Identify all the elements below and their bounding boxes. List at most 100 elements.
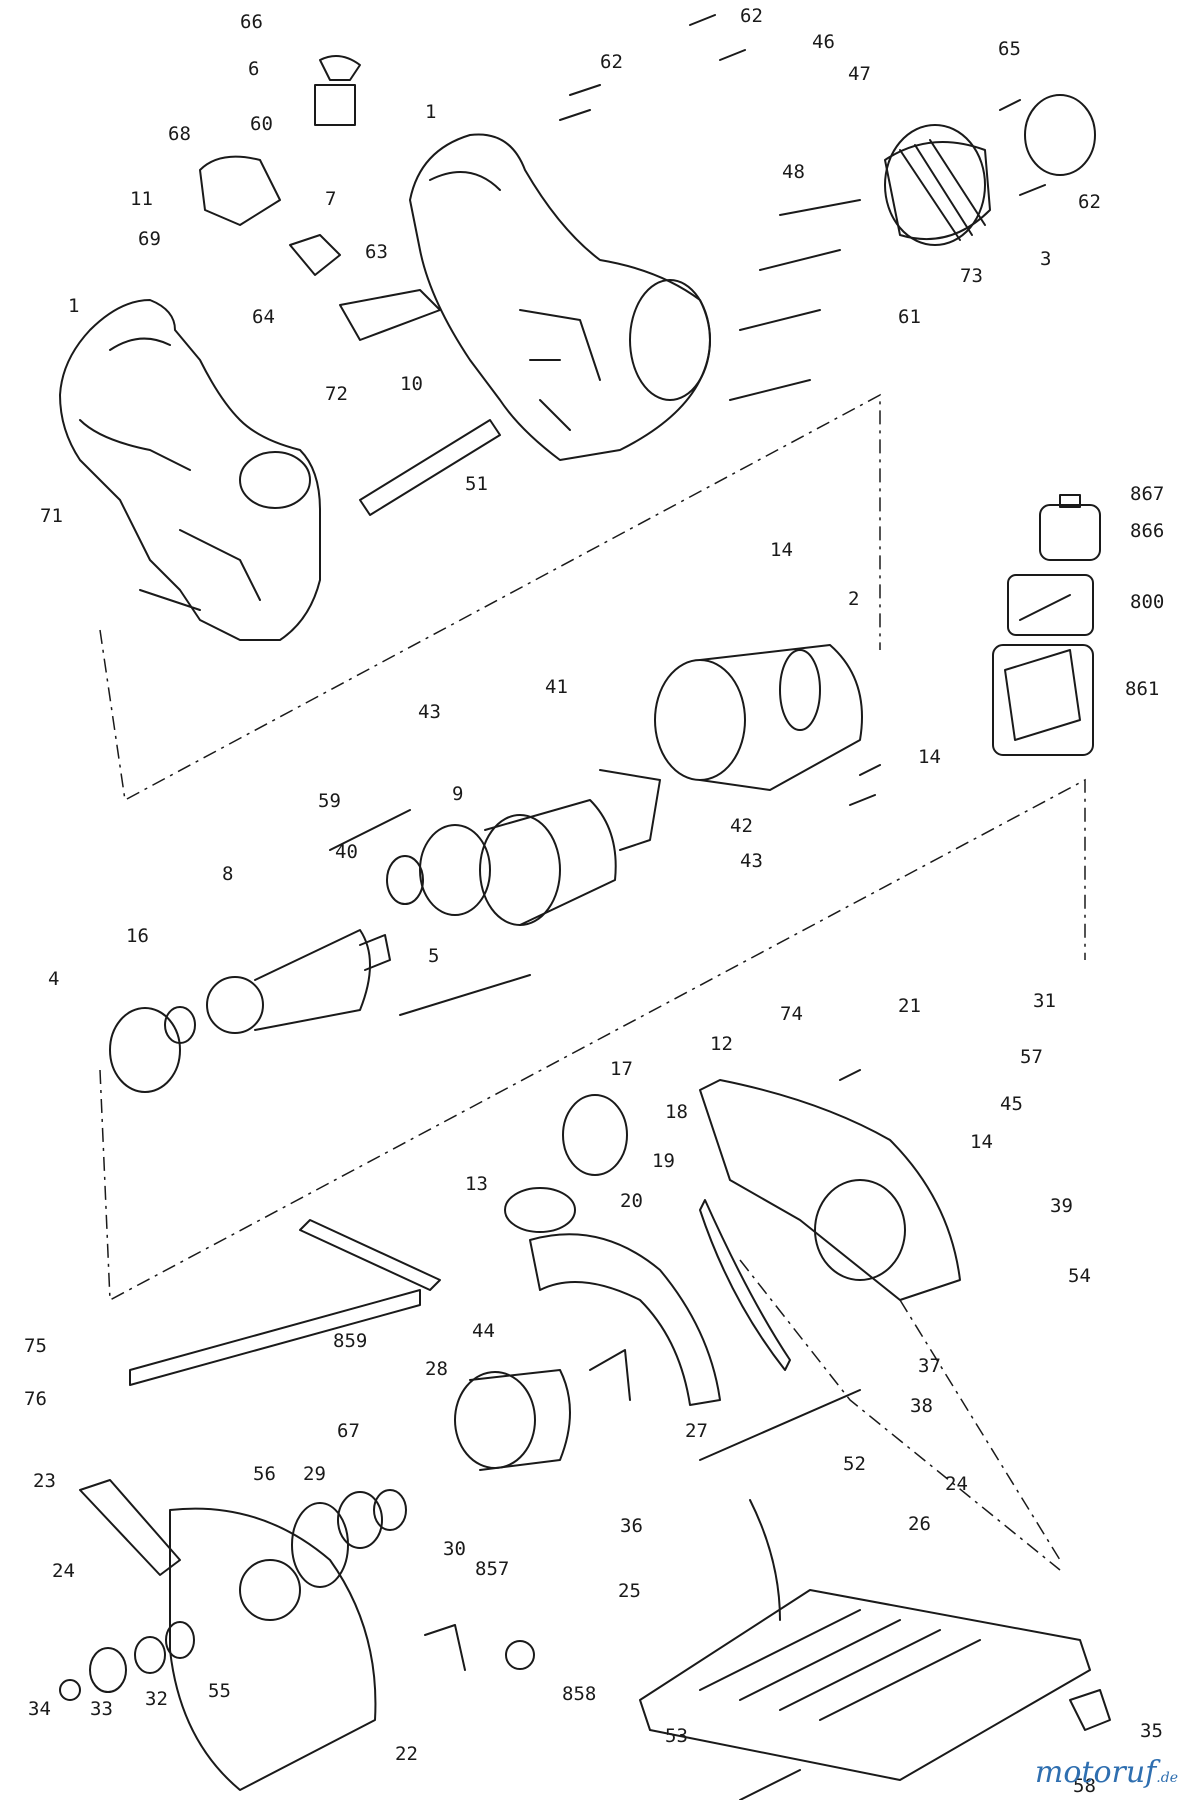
part-17 (562, 1094, 628, 1176)
label-2: 2 (848, 588, 859, 610)
label-19: 19 (652, 1150, 675, 1172)
label-43: 43 (418, 701, 441, 723)
label-11: 11 (130, 188, 153, 210)
label-40: 40 (335, 841, 358, 863)
label-8: 8 (222, 863, 233, 885)
watermark: motoruf.de (1035, 1755, 1178, 1790)
rings (291, 1489, 407, 1588)
label-72: 72 (325, 383, 348, 405)
label-71: 71 (40, 505, 63, 527)
battery (1039, 494, 1101, 561)
label-47: 47 (848, 63, 871, 85)
base-plate (639, 1499, 1091, 1781)
label-48: 48 (782, 161, 805, 183)
upper-guard (699, 1079, 961, 1301)
label-30: 30 (443, 1538, 466, 1560)
label-55: 55 (208, 1680, 231, 1702)
label-9: 9 (452, 783, 463, 805)
label-5: 5 (428, 945, 439, 967)
label-62: 62 (600, 51, 623, 73)
label-64: 64 (252, 306, 275, 328)
label-32: 32 (145, 1688, 168, 1710)
label-7: 7 (325, 188, 336, 210)
charger-box (1007, 574, 1094, 636)
label-859: 859 (333, 1330, 367, 1352)
motor-field (654, 644, 863, 791)
label-42: 42 (730, 815, 753, 837)
label-39: 39 (1050, 1195, 1073, 1217)
label-59: 59 (318, 790, 341, 812)
lever (79, 1479, 181, 1576)
label-34: 34 (28, 1698, 51, 1720)
blade-guard (504, 1187, 721, 1406)
label-1: 1 (68, 295, 79, 317)
brush-holder (479, 769, 661, 926)
label-14: 14 (918, 746, 941, 768)
label-21: 21 (898, 995, 921, 1017)
retract-lever (699, 1199, 791, 1371)
label-12: 12 (710, 1033, 733, 1055)
label-62: 62 (1078, 191, 1101, 213)
label-65: 65 (998, 38, 1021, 60)
label-44: 44 (472, 1320, 495, 1342)
label-25: 25 (618, 1580, 641, 1602)
label-4: 4 (48, 968, 59, 990)
wing-nut (505, 1640, 535, 1670)
label-861: 861 (1125, 678, 1159, 700)
switch-assembly (199, 55, 441, 341)
label-61: 61 (898, 306, 921, 328)
label-22: 22 (395, 1743, 418, 1765)
gear-case (454, 1349, 631, 1471)
case-box (992, 644, 1094, 756)
bearing-washer (386, 824, 491, 916)
label-60: 60 (250, 113, 273, 135)
label-866: 866 (1130, 520, 1164, 542)
label-73: 73 (960, 265, 983, 287)
label-76: 76 (24, 1388, 47, 1410)
gear-housing (109, 1006, 196, 1093)
label-62: 62 (740, 5, 763, 27)
label-857: 857 (475, 1558, 509, 1580)
armature (206, 929, 391, 1034)
housing-left (59, 299, 321, 641)
label-37: 37 (918, 1355, 941, 1377)
label-24: 24 (945, 1473, 968, 1495)
label-27: 27 (685, 1420, 708, 1442)
label-41: 41 (545, 676, 568, 698)
label-800: 800 (1130, 591, 1164, 613)
flat-bar (129, 1219, 441, 1386)
knob (1069, 1689, 1111, 1731)
label-51: 51 (465, 473, 488, 495)
label-26: 26 (908, 1513, 931, 1535)
label-31: 31 (1033, 990, 1056, 1012)
label-69: 69 (138, 228, 161, 250)
label-45: 45 (1000, 1093, 1023, 1115)
part-labels: 66 6 62 62 46 47 65 68 60 48 11 7 62 69 … (24, 5, 1164, 1797)
label-13: 13 (465, 1173, 488, 1195)
label-18: 18 (665, 1101, 688, 1123)
label-67: 67 (337, 1420, 360, 1442)
label-74: 74 (780, 1003, 803, 1025)
dash-lines (99, 393, 1086, 1571)
label-867: 867 (1130, 483, 1164, 505)
motor-cap (884, 94, 1096, 246)
label-46: 46 (812, 31, 835, 53)
label-43: 43 (740, 850, 763, 872)
label-14: 14 (970, 1131, 993, 1153)
label-23: 23 (33, 1470, 56, 1492)
housing-right (409, 133, 711, 461)
label-24: 24 (52, 1560, 75, 1582)
label-16: 16 (126, 925, 149, 947)
label-75: 75 (24, 1335, 47, 1357)
label-66: 66 (240, 11, 263, 33)
label-29: 29 (303, 1463, 326, 1485)
label-3: 3 (1040, 248, 1051, 270)
label-36: 36 (620, 1515, 643, 1537)
label-10: 10 (400, 373, 423, 395)
label-858: 858 (562, 1683, 596, 1705)
rods (329, 809, 861, 1800)
blade-washers (59, 1621, 195, 1701)
watermark-text: motoruf (1034, 1755, 1157, 1790)
label-35: 35 (1140, 1720, 1163, 1742)
label-53: 53 (665, 1725, 688, 1747)
